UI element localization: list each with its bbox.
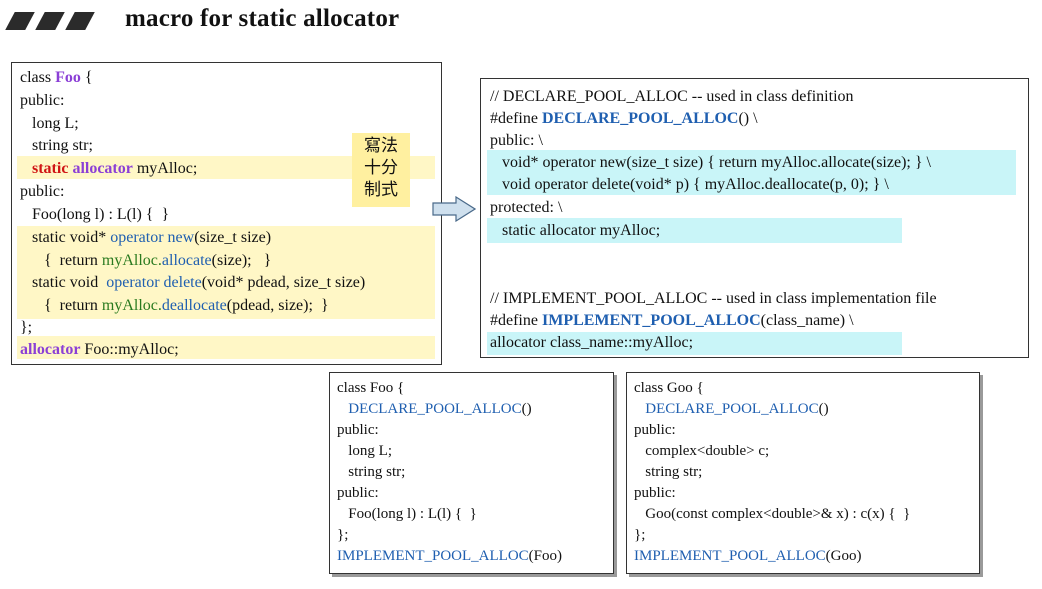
code-line: string str; [20,137,93,154]
sticky-note: 寫法 十分 制式 [352,133,410,207]
foo-usage-box: class Foo { DECLARE_POOL_ALLOC() public:… [329,372,614,574]
code-line: public: [20,183,65,200]
slide-title: macro for static allocator [125,5,400,32]
code-line: }; [20,319,33,336]
title-bars-decoration [2,12,102,32]
code-line: static allocator myAlloc; [20,160,198,177]
code-line: Foo(long l) : L(l) { } [337,506,477,522]
code-line: }; [634,527,646,543]
code-line: protected: \ [490,199,563,216]
code-line: DECLARE_POOL_ALLOC() [634,401,829,417]
code-line: }; [337,527,349,543]
code-line: class Foo { [20,69,93,86]
code-line: DECLARE_POOL_ALLOC() [337,401,532,417]
highlight-static-member [487,218,902,243]
code-line: IMPLEMENT_POOL_ALLOC(Foo) [337,548,563,564]
code-line: // IMPLEMENT_POOL_ALLOC -- used in class… [490,290,937,307]
code-line: static void operator delete(void* pdead,… [20,274,366,291]
highlight-declare-body [487,150,1016,195]
highlight-static-member [17,156,435,179]
code-line: string str; [634,464,703,480]
code-line: public: \ [490,132,543,149]
code-line: IMPLEMENT_POOL_ALLOC(Goo) [634,548,862,564]
note-line-3: 制式 [364,180,398,200]
highlight-definition [17,336,435,359]
code-line: #define DECLARE_POOL_ALLOC() \ [490,110,758,127]
code-line: public: [337,485,379,501]
code-line: complex<double> c; [634,443,770,459]
code-line: { return myAlloc.deallocate(pdead, size)… [20,297,329,314]
code-line: public: [634,422,676,438]
code-line: Foo(long l) : L(l) { } [20,206,170,223]
code-line: class Goo { [634,380,704,396]
code-line: Goo(const complex<double>& x) : c(x) { } [634,506,911,522]
code-line: static allocator myAlloc; [490,222,661,239]
right-macro-box: // DECLARE_POOL_ALLOC -- used in class d… [480,78,1029,358]
note-line-2: 十分 [364,158,398,178]
right-arrow-icon [432,196,476,222]
code-line: void* operator new(size_t size) { return… [490,154,931,171]
code-line: // DECLARE_POOL_ALLOC -- used in class d… [490,88,854,105]
code-line: long L; [337,443,392,459]
code-line: { return myAlloc.allocate(size); } [20,252,272,269]
left-code-box: 寫法 十分 制式 class Foo { public: long L; str… [11,62,442,365]
code-line: public: [20,92,65,109]
code-line: string str; [337,464,406,480]
code-line: #define IMPLEMENT_POOL_ALLOC(class_name)… [490,312,854,329]
code-line: static void* operator new(size_t size) [20,229,272,246]
highlight-implement-body [487,332,902,355]
note-line-1: 寫法 [364,136,398,156]
code-line: allocator class_name::myAlloc; [490,334,694,351]
code-line: public: [634,485,676,501]
code-line: allocator Foo::myAlloc; [20,341,179,358]
code-line: public: [337,422,379,438]
code-line: void operator delete(void* p) { myAlloc.… [490,176,889,193]
goo-usage-box: class Goo { DECLARE_POOL_ALLOC() public:… [626,372,980,574]
code-line: long L; [20,115,79,132]
code-line: class Foo { [337,380,405,396]
highlight-operators [17,226,435,319]
